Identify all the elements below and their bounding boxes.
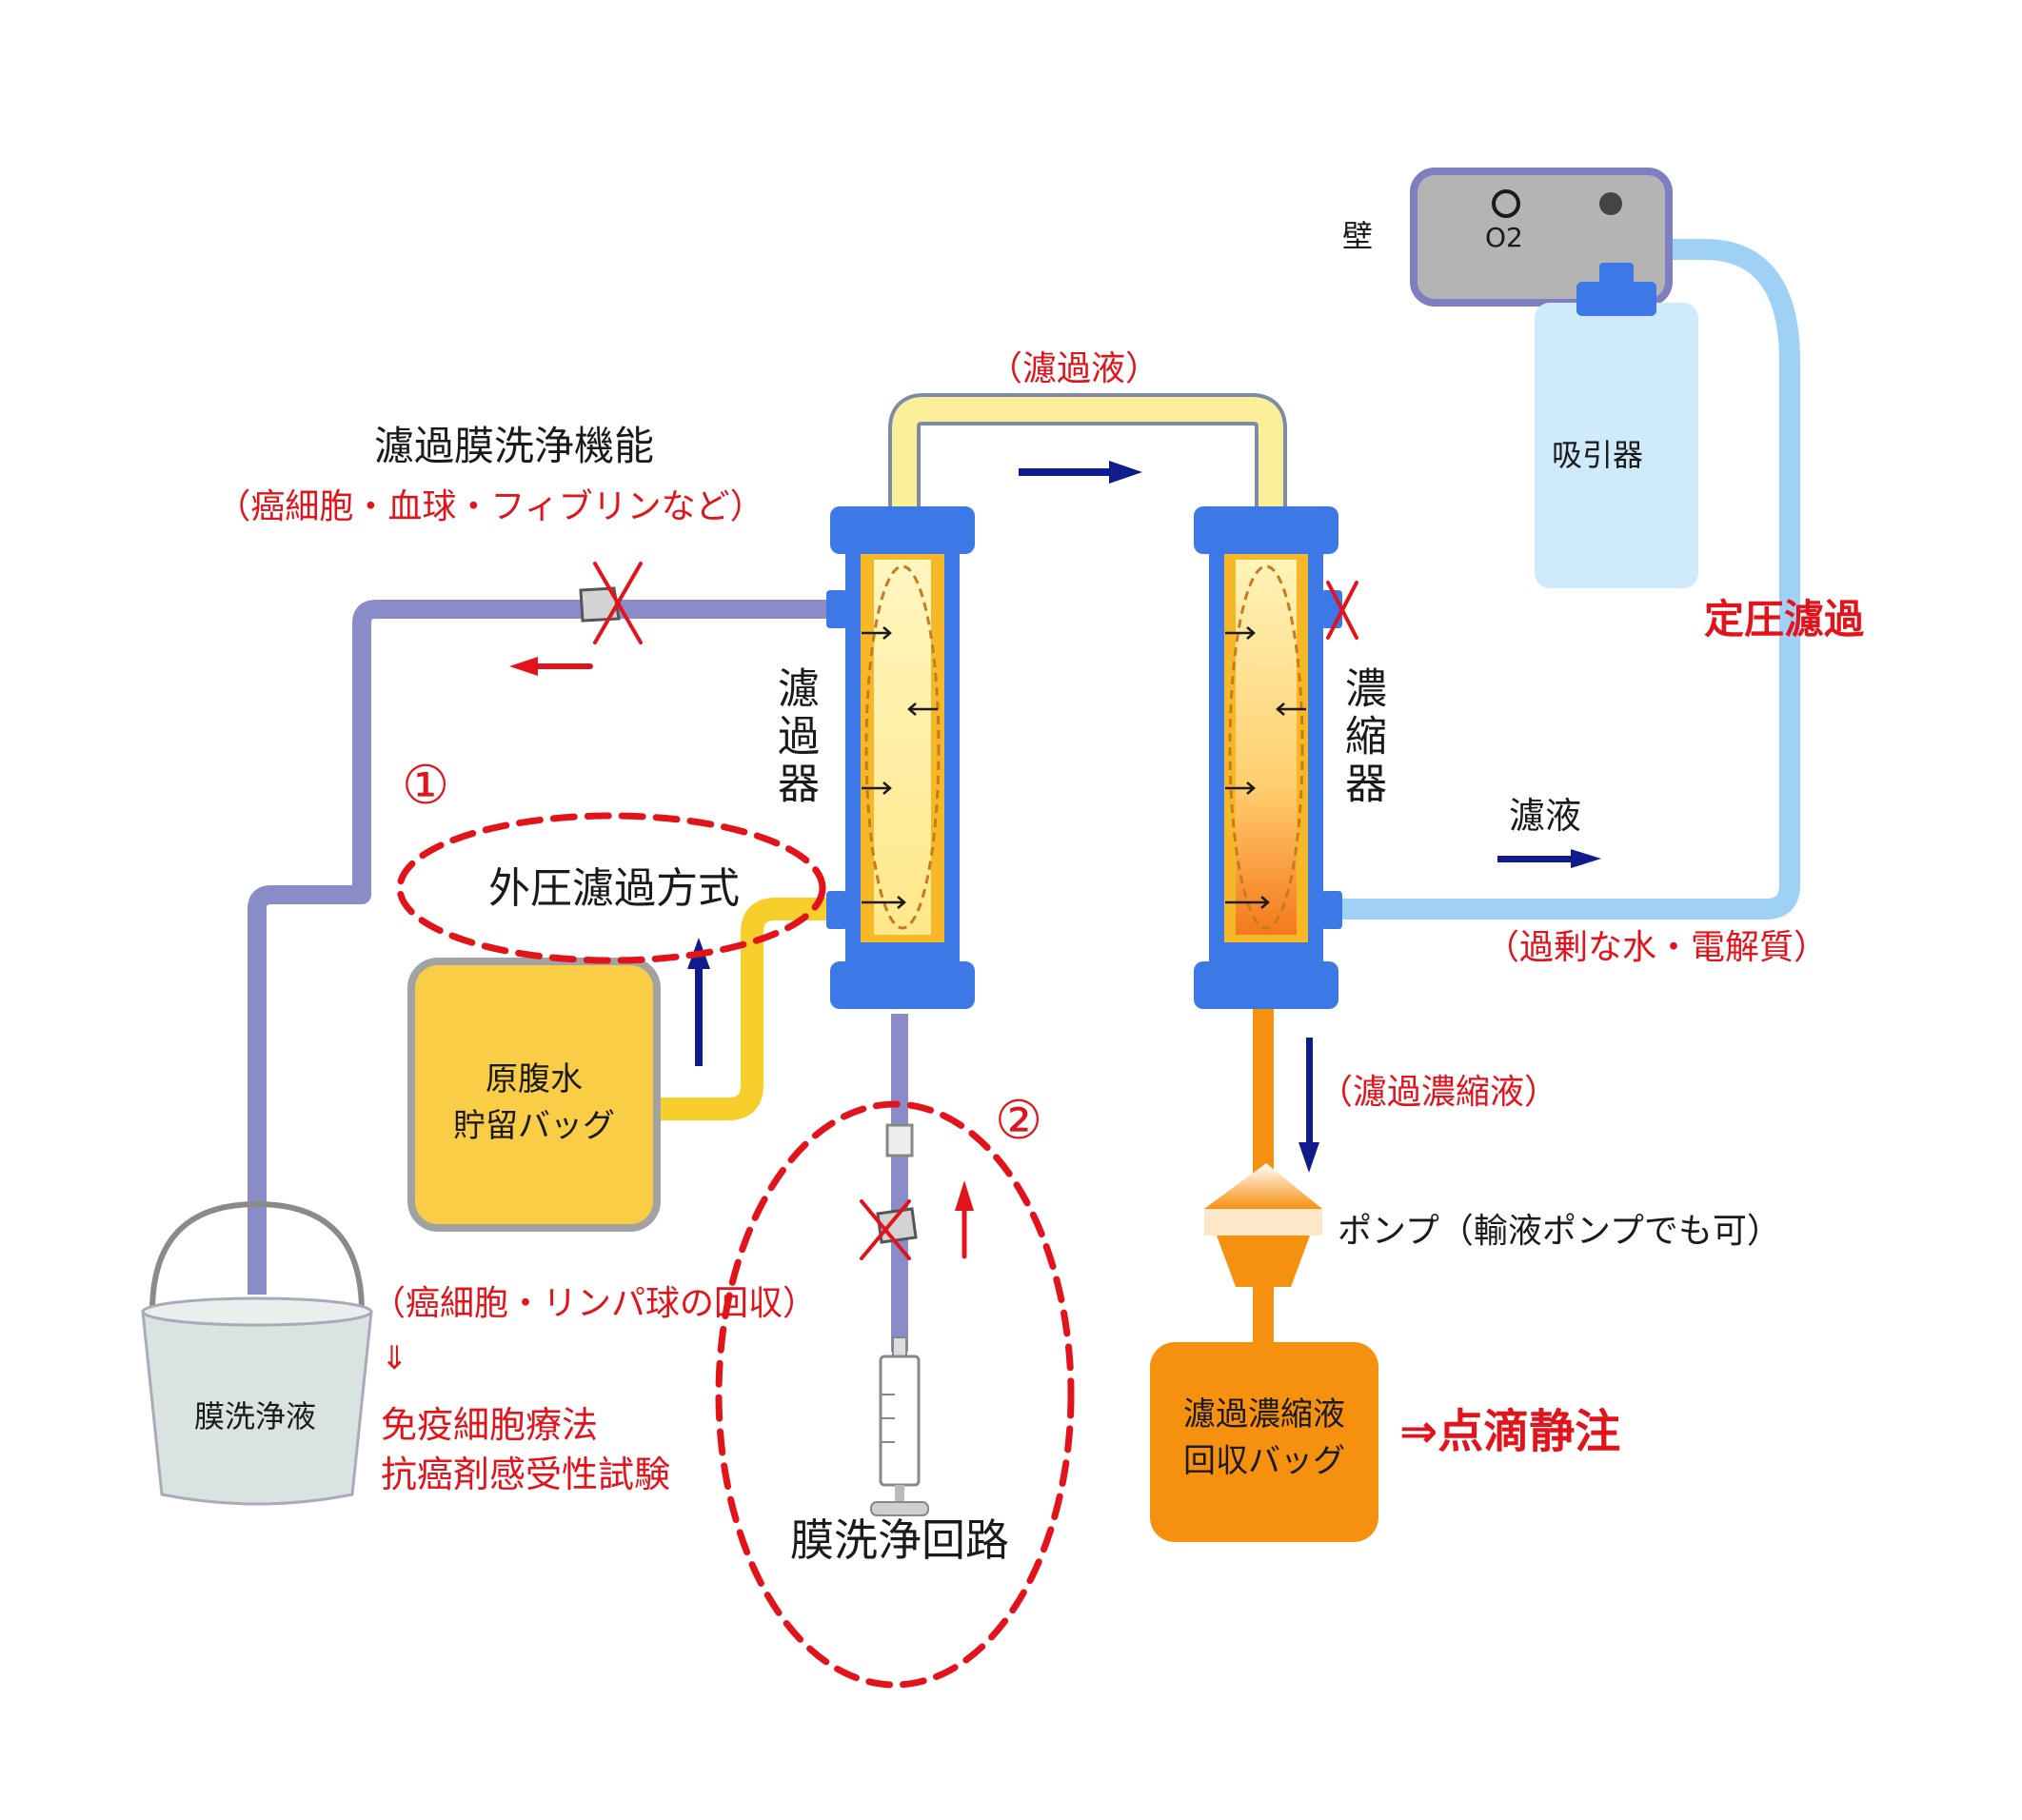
excess-label: （過剰な水・電解質）: [1485, 928, 1829, 967]
recovery-cells-label: （癌細胞・リンパ球の回収）: [371, 1284, 818, 1323]
concentrator-label: 濃縮器: [1338, 666, 1386, 809]
ascites-tube: [657, 898, 828, 1120]
suction-bottle-icon: [1535, 303, 1698, 588]
circle-2-label: ②: [995, 1090, 1043, 1152]
bucket-label: 膜洗浄液: [193, 1398, 317, 1434]
pump-icon: [1204, 1163, 1322, 1287]
circle-1-label: ①: [402, 755, 450, 817]
syringe-icon: [870, 1336, 929, 1516]
recovery-bag: [1150, 1342, 1378, 1542]
o2-outlet-icon: [1492, 189, 1520, 218]
filtrate-top-label: （濾過液）: [987, 349, 1160, 388]
raw-ascites-bag: [407, 958, 661, 1232]
filter-column: [826, 506, 975, 1009]
recovery-bag-label: 濾過濃縮液 回収バッグ: [1183, 1395, 1345, 1481]
down-arrow-label: ⇓: [381, 1339, 408, 1377]
flow-arrows: [687, 461, 1601, 1173]
clamp-icon: [579, 586, 621, 623]
tube-connector: [885, 1123, 914, 1157]
wash-tube: [248, 600, 828, 1295]
inner-flow-arrows: [862, 626, 1306, 909]
wall-label: 壁: [1342, 218, 1374, 254]
pump-label: ポンプ（輸液ポンプでも可）: [1338, 1212, 1781, 1251]
wash-circuit-label: 膜洗浄回路: [790, 1514, 1009, 1566]
red-marks: [396, 562, 1358, 1689]
filter-label: 濾過器: [770, 666, 819, 809]
concentrate-paren-label: （濾過濃縮液）: [1318, 1073, 1559, 1112]
suction-label: 吸引器: [1552, 437, 1644, 473]
filtrate-right-label: 濾液: [1509, 795, 1582, 837]
filtrate-tube: [888, 393, 1287, 514]
external-pressure-label: 外圧濾過方式: [488, 864, 740, 913]
bucket-icon: [141, 1200, 373, 1506]
iv-drip-label: ⇒点滴静注: [1399, 1405, 1621, 1458]
o2-label: O2: [1485, 222, 1523, 253]
sensitivity-label: 抗癌剤感受性試験: [381, 1454, 671, 1495]
concentrator-column: [1194, 506, 1342, 1009]
removed-items-label: （癌細胞・血球・フィブリンなど）: [216, 487, 764, 526]
immuno-label: 免疫細胞療法: [381, 1404, 599, 1446]
raw-ascites-bag-label: 原腹水 貯留バッグ: [453, 1060, 615, 1146]
membrane-wash-function-label: 濾過膜洗浄機能: [373, 423, 655, 469]
constant-pressure-label: 定圧濾過: [1704, 596, 1865, 643]
suction-outlet-icon: [1599, 192, 1622, 215]
